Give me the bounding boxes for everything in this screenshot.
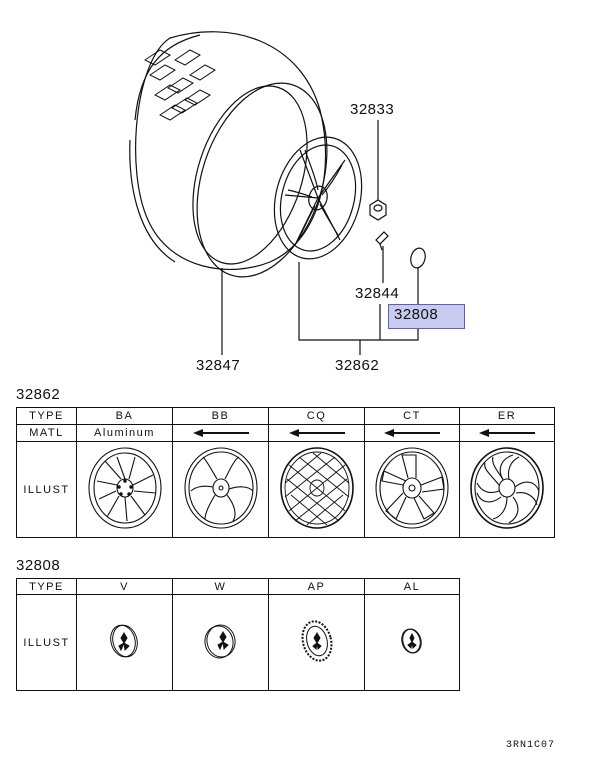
cap-illustration-v [76, 594, 173, 691]
wheel-illustration-er [459, 441, 555, 538]
type-cq[interactable]: CQ [268, 407, 365, 425]
type-ba[interactable]: BA [76, 407, 173, 425]
part-highlight-32808 [388, 304, 465, 329]
cap-type-al[interactable]: AL [364, 578, 460, 595]
same-as-left-arrow [364, 424, 460, 442]
part-label-32808[interactable]: 32808 [394, 306, 439, 323]
same-as-left-arrow [268, 424, 365, 442]
part-label-32862[interactable]: 32862 [335, 357, 380, 374]
row-label-illust: ILLUST [16, 594, 77, 691]
cap-illustration-al [364, 594, 460, 691]
wheel-type-table: TYPE BA BB CQ CT ER MATL Aluminum ILLUST [16, 407, 555, 538]
wheel-illustration-ba [76, 441, 173, 538]
cap-illustration-ap [268, 594, 365, 691]
same-as-left-arrow [459, 424, 555, 442]
cap-illustration-w [172, 594, 269, 691]
row-label-matl: MATL [16, 424, 77, 442]
diagram-code: 3RN1C07 [506, 740, 556, 751]
lug-nut-32833 [369, 199, 387, 221]
table1-title: 32862 [16, 386, 61, 403]
tire-outline [135, 31, 327, 271]
cap-type-table: TYPE V W AP AL ILLUST [16, 578, 460, 691]
type-er[interactable]: ER [459, 407, 555, 425]
same-as-left-arrow [172, 424, 269, 442]
row-label-type: TYPE [16, 578, 77, 595]
cap-type-w[interactable]: W [172, 578, 269, 595]
part-label-32847[interactable]: 32847 [196, 357, 241, 374]
table2-title: 32808 [16, 557, 61, 574]
type-ct[interactable]: CT [364, 407, 460, 425]
valve-32844 [375, 231, 389, 251]
wheel-illustration-cq [268, 441, 365, 538]
cap-type-v[interactable]: V [76, 578, 173, 595]
type-bb[interactable]: BB [172, 407, 269, 425]
wheel-rim [273, 136, 363, 260]
center-cap-32808 [410, 247, 426, 269]
wheel-illustration-ct [364, 441, 460, 538]
part-label-32844[interactable]: 32844 [355, 285, 400, 302]
row-label-type: TYPE [16, 407, 77, 425]
matl-ba: Aluminum [76, 424, 173, 442]
wheel-illustration-bb [172, 441, 269, 538]
part-label-32833[interactable]: 32833 [350, 101, 395, 118]
exploded-wheel-diagram [129, 31, 426, 355]
cap-type-ap[interactable]: AP [268, 578, 365, 595]
row-label-illust: ILLUST [16, 441, 77, 538]
